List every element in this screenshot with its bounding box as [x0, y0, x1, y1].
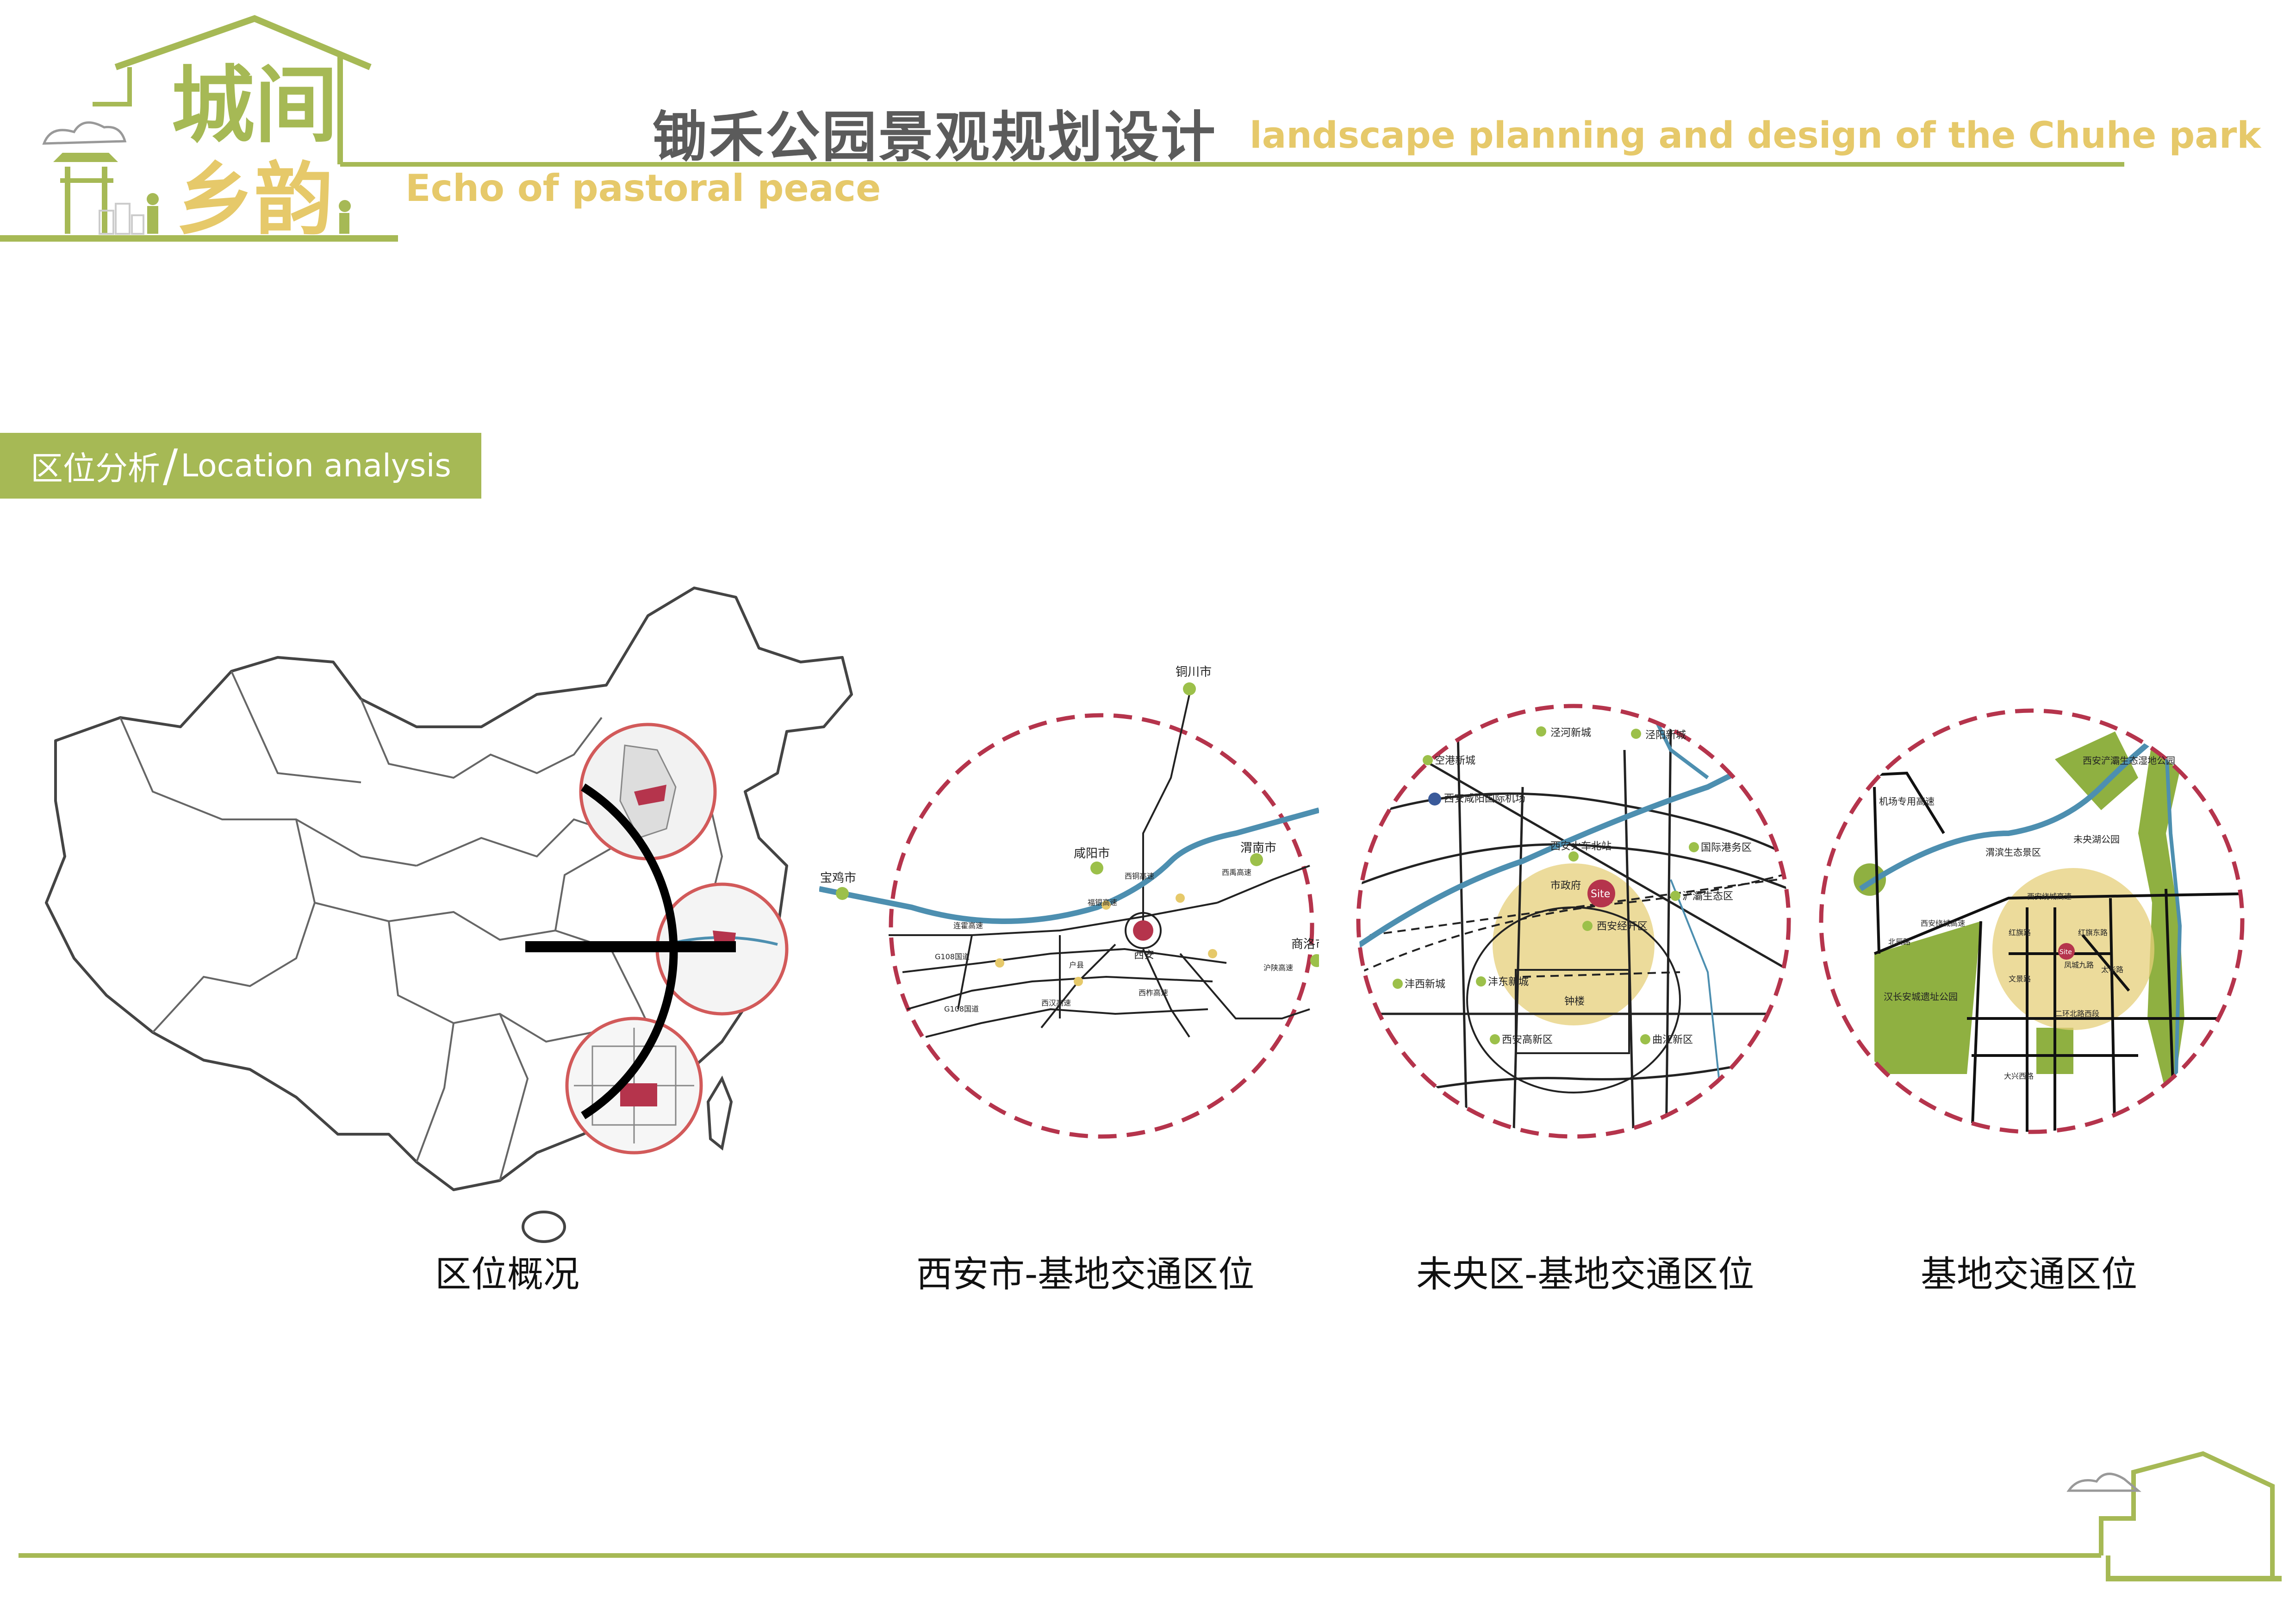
label-baoji: 宝鸡市 [820, 871, 856, 885]
label-konggang: 空港新城 [1435, 755, 1475, 767]
cloud-icon [42, 121, 127, 145]
section-label-cn: 区位分析 [31, 449, 160, 487]
map3-site-label: Site [1591, 888, 1610, 900]
label-hongqi1: 红旗路 [2009, 928, 2031, 937]
label-hongqi2: 红旗东路 [2078, 928, 2108, 937]
map-xian: 铜川市 宝鸡市 咸阳市 渭南市 商洛市 西安 连霍高速 G108国道 G108国… [819, 665, 1319, 1139]
label-airport: 西安咸阳国际机场 [1444, 793, 1525, 805]
label-train: 西安火车北站 [1550, 841, 1612, 852]
section-label-en: Location analysis [180, 447, 451, 484]
label-weibin: 渭滨生态景区 [1985, 847, 2041, 858]
label-jingyang: 泾阳新城 [1645, 730, 1686, 741]
label-g108b: G108国道 [944, 1005, 979, 1013]
label-xihan: 西汉高速 [1041, 999, 1071, 1007]
header-graphics: 城间 乡韵 [0, 15, 2124, 246]
map2-xian-marker [1133, 920, 1153, 941]
map-weiyang: Site 空港新城 泾河新城 泾阳新城 西安咸阳国际机场 西安火车北站 市政府 … [1356, 704, 1791, 1139]
skyline-icon [99, 203, 144, 235]
label-raocheng: 西安绕城高速 [2027, 892, 2072, 901]
people-icon [147, 193, 351, 234]
label-fengcheng: 凤城九路 [2064, 961, 2094, 969]
weiyang-lake-park [2055, 731, 2138, 810]
map-site: Site 西安浐灞生态湿地公园 机场专用高速 渭滨生态景区 未央湖公园 西安绕城… [1819, 708, 2245, 1134]
caption-map2: 西安市-基地交通区位 [916, 1254, 1255, 1295]
label-weinan: 渭南市 [1240, 841, 1276, 855]
footer-house-outline [2099, 1451, 2275, 1579]
label-weiyang: 未央湖公园 [2073, 834, 2120, 845]
label-gov: 市政府 [1550, 880, 1581, 892]
label-fuyin: 福银高速 [1088, 898, 1117, 907]
map3-boundary-circle [1356, 704, 1791, 1139]
label-taihua: 太华路 [2101, 965, 2123, 974]
caption-map3: 未央区-基地交通区位 [1416, 1254, 1755, 1295]
label-xiyu: 西禹高速 [1222, 868, 1251, 877]
taiwan-island [706, 1075, 733, 1151]
airport-icon [1428, 793, 1441, 806]
caption-map1: 区位概况 [435, 1254, 580, 1295]
label-wenjing: 文景路 [2009, 974, 2031, 983]
logo-line2: 乡韵 [176, 154, 333, 246]
label-erhuan: 二环北路西段 [2055, 1009, 2099, 1018]
page-title: 锄禾公园景观规划设计 [653, 105, 1218, 169]
pavilion-icon [53, 153, 118, 234]
label-qujiang: 曲江新区 [1652, 1034, 1693, 1046]
map-china [45, 587, 853, 1243]
label-gaoxin: 西安高新区 [1502, 1034, 1553, 1046]
label-fengxi: 沣西新城 [1405, 979, 1445, 990]
page-subtitle-en: landscape planning and design of the Chu… [1250, 115, 2261, 156]
section-tag: 区位分析 / Location analysis [0, 433, 481, 499]
label-lianhuo: 连霍高速 [953, 921, 983, 930]
hanchengyizhi-park [1874, 921, 1981, 1074]
label-xianyang: 咸阳市 [1074, 847, 1110, 861]
map2-boundary-circle [889, 713, 1314, 1139]
label-shangluo: 商洛市 [1291, 937, 1319, 951]
label-wetland: 西安浐灞生态湿地公园 [2083, 755, 2175, 766]
logo-line1: 城间 [171, 57, 338, 154]
label-jingkai: 西安经开区 [1597, 921, 1648, 932]
label-airport-expy: 机场专用高速 [1879, 796, 1935, 807]
label-tongchuan: 铜川市 [1176, 665, 1212, 679]
slogan-en: Echo of pastoral peace [405, 167, 881, 210]
zoom-circle-site [565, 1017, 703, 1155]
section-slash: / [163, 440, 178, 492]
label-g108a: G108国道 [935, 952, 970, 961]
map4-site-marker [2058, 943, 2075, 960]
label-guoji: 国际港务区 [1701, 842, 1752, 854]
map3-site-marker [1587, 880, 1615, 907]
footer-cloud-icon [2066, 1473, 2141, 1492]
logo-house-step [93, 67, 132, 106]
logo-house-outline [114, 15, 372, 70]
bahe-river [1859, 720, 2177, 891]
label-xian: 西安 [1134, 949, 1154, 961]
label-xizha: 西柞高速 [1139, 988, 1168, 997]
label-hu: 户县 [1069, 961, 1084, 969]
footer-graphics [19, 1451, 2282, 1581]
map2-xian-ring [1125, 912, 1162, 949]
label-chanba: 浐灞生态区 [1682, 891, 1733, 902]
label-beichenglu: 北辰路 [1888, 937, 1910, 946]
label-zhonglou: 钟楼 [1564, 996, 1585, 1007]
map4-boundary-circle [1819, 708, 2245, 1134]
caption-map4: 基地交通区位 [1921, 1254, 2138, 1295]
hainan-island [522, 1211, 566, 1243]
label-hanchengyizhi: 汉长安城遗址公园 [1884, 991, 1958, 1002]
weihe-river [819, 807, 1319, 924]
map4-site-label: Site [2060, 949, 2072, 956]
label-ring: 西安绕城高速 [1921, 919, 1965, 928]
label-huma: 沪陕高速 [1263, 963, 1293, 972]
label-jinghe: 泾河新城 [1550, 727, 1591, 739]
label-fengdong: 沣东新城 [1488, 976, 1529, 988]
map3-radius-zone [1493, 863, 1655, 1025]
zoom-circle-shaanxi [579, 723, 717, 861]
label-xitong: 西铜高速 [1125, 872, 1154, 881]
label-daxing: 大兴西路 [2004, 1072, 2034, 1081]
